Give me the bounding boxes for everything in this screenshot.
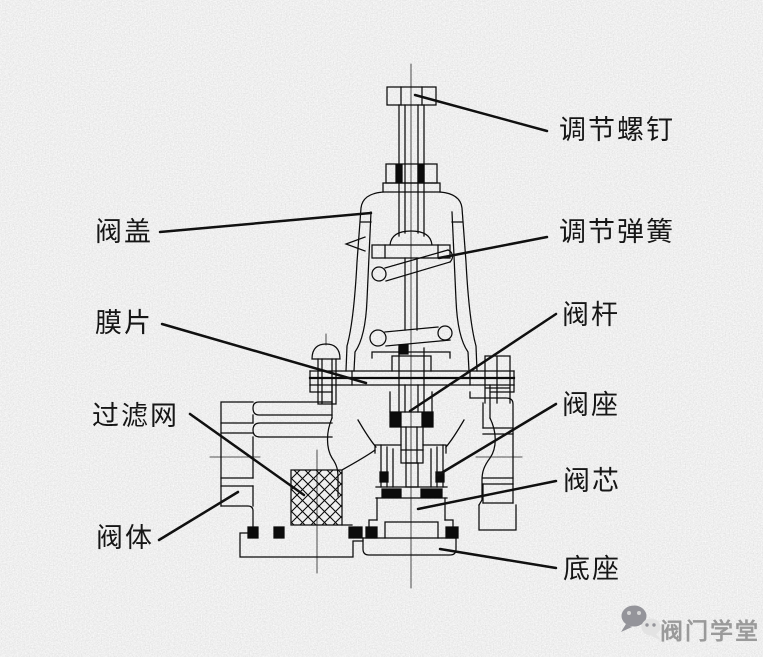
leader-base: [438, 547, 558, 570]
label-stem: 阀杆: [562, 300, 620, 331]
filter-screen-part: [290, 469, 343, 526]
label-core: 阀芯: [563, 466, 621, 497]
valve-seat-core-part: [374, 444, 448, 521]
leader-stem: [408, 312, 558, 413]
leader-seat: [436, 402, 558, 477]
leader-bonnet: [158, 211, 373, 234]
flange-bolt-part: [311, 343, 511, 405]
diaphragm-flange-part: [308, 370, 516, 393]
label-bonnet: 阀盖: [95, 217, 153, 248]
leader-body: [157, 490, 240, 542]
label-filter-screen: 过滤网: [92, 401, 179, 432]
label-body: 阀体: [96, 523, 154, 554]
label-adjusting-spring: 调节弹簧: [559, 217, 675, 248]
label-seat: 阀座: [562, 390, 620, 421]
leader-filter-screen: [188, 412, 306, 497]
leader-diaphragm: [160, 322, 368, 385]
leader-adjusting-screw: [413, 93, 549, 133]
label-adjusting-screw: 调节螺钉: [559, 115, 675, 146]
label-diaphragm: 膜片: [95, 308, 153, 339]
valve-body-part: [220, 384, 517, 558]
wechat-icon: [621, 605, 661, 640]
bonnet-part: [344, 182, 478, 372]
watermark-text: 阀门学堂: [660, 618, 760, 645]
label-base: 底座: [563, 554, 621, 585]
leader-core: [416, 479, 558, 511]
leader-lines: [157, 93, 558, 570]
leader-adjusting-spring: [437, 235, 549, 260]
